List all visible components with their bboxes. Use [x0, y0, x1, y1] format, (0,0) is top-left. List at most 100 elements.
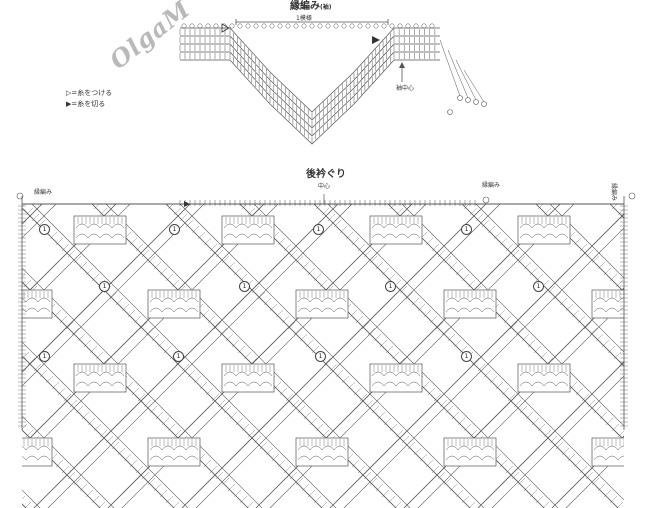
strip-hatch [517, 255, 526, 264]
strip-hatch [533, 345, 542, 354]
motif-arch [37, 455, 51, 461]
strip-hatch [75, 405, 84, 414]
strip-hatch [519, 405, 528, 414]
strip-hatch [73, 477, 82, 486]
strip-hatch [271, 453, 280, 462]
strip-hatch [347, 381, 356, 390]
strip-hatch [0, 472, 1, 479]
strip-hatch [0, 400, 3, 407]
strip-hatch [573, 237, 582, 246]
strip-hatch [365, 399, 374, 408]
strip-hatch [461, 495, 470, 504]
strip-hatch [569, 381, 578, 390]
strip-hatch [315, 204, 322, 210]
strip-hatch [295, 477, 304, 486]
strip-hatch [165, 495, 174, 504]
motif-arch [371, 233, 385, 239]
strip-hatch [281, 315, 290, 324]
motif [369, 215, 423, 245]
motif-arch [259, 381, 273, 387]
strip-hatch [381, 267, 390, 276]
zigzag-row-3 [180, 43, 440, 129]
motif-arch [25, 455, 39, 461]
strip-hatch [585, 471, 594, 480]
motif-block [221, 363, 275, 393]
picot [253, 23, 259, 29]
strip-hatch [289, 249, 298, 258]
motif-block [295, 289, 349, 319]
strip-hatch [125, 381, 134, 390]
strip-hatch [499, 237, 508, 246]
strip-hatch [12, 268, 19, 275]
strip-hatch [609, 273, 618, 282]
motif-arch [297, 307, 311, 313]
strip-hatch [295, 255, 304, 264]
strip-hatch [523, 261, 532, 270]
strip-hatch [87, 417, 96, 426]
strip-hatch [227, 261, 236, 270]
strip-hatch [431, 465, 440, 474]
strip-hatch [505, 465, 514, 474]
strip-hatch [329, 363, 338, 372]
edge-tail [439, 39, 461, 97]
strip-hatch [449, 261, 458, 270]
strip-hatch [247, 429, 256, 438]
strip-hatch [149, 405, 158, 414]
strip-hatch [507, 393, 516, 402]
strip-hatch [527, 339, 536, 348]
strip-hatch [215, 471, 224, 480]
strip-hatch [357, 243, 366, 252]
strip-hatch [597, 483, 606, 492]
row-number-circle [16, 192, 24, 200]
picot [373, 23, 379, 29]
strip-hatch [95, 351, 104, 360]
strip-hatch [345, 231, 354, 240]
strip-hatch [79, 261, 88, 270]
motif [221, 215, 275, 245]
strip-hatch [617, 430, 624, 438]
strip-hatch [515, 327, 524, 336]
motif-lattice [0, 204, 648, 508]
sleeve-center-arrowhead [399, 62, 405, 68]
legend-attach: ▷=糸をつける [66, 89, 113, 97]
lattice-line-up [22, 204, 191, 373]
strip-hatch [85, 267, 94, 276]
strip-hatch [611, 204, 618, 210]
strip-hatch [615, 279, 624, 288]
strip-hatch [223, 405, 232, 414]
strip-hatch [6, 484, 13, 491]
picot [213, 23, 219, 29]
strip-hatch [165, 273, 174, 282]
motif [295, 437, 349, 467]
strip-hatch [595, 333, 604, 342]
strip-hatch [644, 382, 648, 389]
cut-yarn-marker [372, 36, 380, 44]
picot [261, 23, 267, 29]
zigzag-row-4 [180, 51, 440, 137]
motif-arch [2, 456, 14, 460]
strip-hatch [45, 375, 54, 384]
strip-hatch [121, 303, 130, 312]
strip-hatch [497, 309, 506, 318]
strip-hatch [117, 447, 126, 456]
lattice-line-up-inner [195, 204, 501, 508]
strip-hatch [179, 213, 188, 222]
motif-arch [605, 455, 619, 461]
strip-hatch [277, 459, 286, 468]
motif-arch [457, 307, 471, 313]
lattice-line-up-inner [343, 227, 624, 508]
strip-hatch [69, 399, 78, 408]
strip-hatch [137, 393, 146, 402]
row-number-circle [482, 196, 490, 204]
strip-hatch [283, 465, 292, 474]
strip-hatch [173, 207, 182, 216]
strip-hatch [469, 429, 478, 438]
strip-hatch [379, 339, 388, 348]
motif-arch [87, 233, 101, 239]
strip-hatch [453, 339, 462, 348]
strip-hatch [363, 471, 372, 480]
strip-hatch [417, 303, 426, 312]
motif [295, 289, 349, 319]
attach-marker [184, 201, 190, 207]
strip-hatch [285, 393, 294, 402]
